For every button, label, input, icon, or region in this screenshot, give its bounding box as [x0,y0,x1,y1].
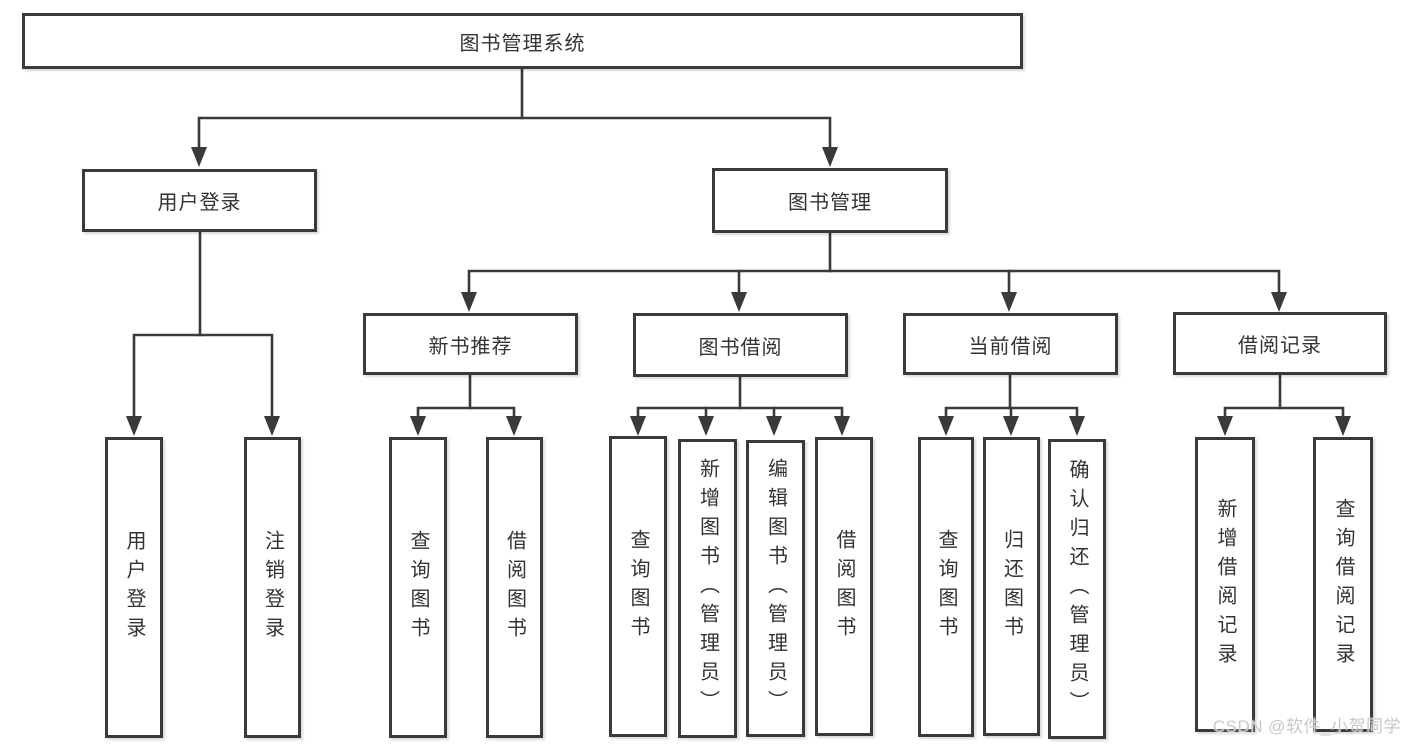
leaf-label: 用户登录 [123,529,145,646]
node-new-book-module: 新书推荐 [363,313,578,375]
arrow-icon [938,416,954,436]
node-label: 图书管理 [788,192,872,214]
leaf-label: 查询借阅记录 [1332,497,1354,672]
arrow-icon [1271,292,1287,312]
arrow-icon [410,416,426,436]
arrow-icon [630,416,646,436]
leaf-newbook-query: 查询图书 [389,437,447,738]
arrow-icon [731,292,747,312]
arrow-icon [264,416,280,436]
connector-newbook-rail [416,406,516,420]
leaf-label: 查询图书 [935,529,957,645]
leaf-label: 借阅图书 [503,529,526,646]
node-label: 新书推荐 [428,335,513,358]
csdn-watermark: CSDN @软件_小贺同学 [1212,717,1401,736]
arrow-icon [1001,292,1017,312]
node-user-login-branch: 用户登录 [82,169,317,232]
node-current-borrow-module: 当前借阅 [903,313,1118,375]
node-label: 用户登录 [157,192,242,214]
leaf-current-confirm-admin: 确认归还（管理员） [1048,439,1106,739]
node-borrow-record-module: 借阅记录 [1173,312,1387,375]
leaf-label: 新增借阅记录 [1214,497,1236,672]
arrow-icon [834,416,850,436]
node-label: 图书管理系统 [459,32,586,55]
leaf-label: 查询图书 [407,529,429,646]
leaf-label: 查询图书 [627,528,649,645]
connector-borrow-rail [636,406,844,420]
leaf-label: 新增图书（管理员） [696,458,719,719]
arrow-icon [1003,416,1019,436]
connector-record-rail [1223,406,1345,420]
node-book-borrow-module: 图书借阅 [633,313,848,377]
leaf-current-query: 查询图书 [918,437,974,737]
arrow-icon [766,416,782,436]
leaf-record-query: 查询借阅记录 [1313,437,1373,732]
arrowheads [126,147,1351,436]
arrow-icon [1217,416,1233,436]
arrow-icon [698,416,714,436]
arrow-icon [1069,416,1085,436]
node-label: 借阅记录 [1238,335,1322,357]
leaf-current-return: 归还图书 [983,437,1040,736]
arrow-icon [822,147,838,167]
arrow-icon [461,292,477,312]
arrow-icon [126,416,142,436]
connector-user-rail [132,333,274,420]
leaf-label: 归还图书 [1000,528,1023,645]
arrow-icon [1335,416,1351,436]
leaf-logout: 注销登录 [244,437,301,738]
node-root-system: 图书管理系统 [22,13,1023,69]
arrow-icon [506,416,522,436]
leaf-record-add: 新增借阅记录 [1195,437,1255,732]
leaf-label: 借阅图书 [833,528,855,645]
connector-bookmgmt-rail [467,269,1281,296]
leaf-newbook-borrow: 借阅图书 [486,437,543,738]
node-book-management-branch: 图书管理 [712,168,948,233]
connector-root-rail [197,116,832,151]
node-label: 图书借阅 [698,336,783,359]
leaf-label: 确认归还（管理员） [1066,458,1088,720]
leaf-borrow-borrow: 借阅图书 [815,437,873,736]
leaf-user-login: 用户登录 [105,437,163,738]
arrow-icon [191,147,207,167]
node-label: 当前借阅 [968,335,1053,358]
leaf-borrow-query: 查询图书 [609,436,667,737]
leaf-borrow-edit-admin: 编辑图书（管理员） [746,440,805,737]
leaf-borrow-add-admin: 新增图书（管理员） [678,439,737,738]
leaf-label: 编辑图书（管理员） [764,458,787,719]
leaf-label: 注销登录 [261,529,284,646]
